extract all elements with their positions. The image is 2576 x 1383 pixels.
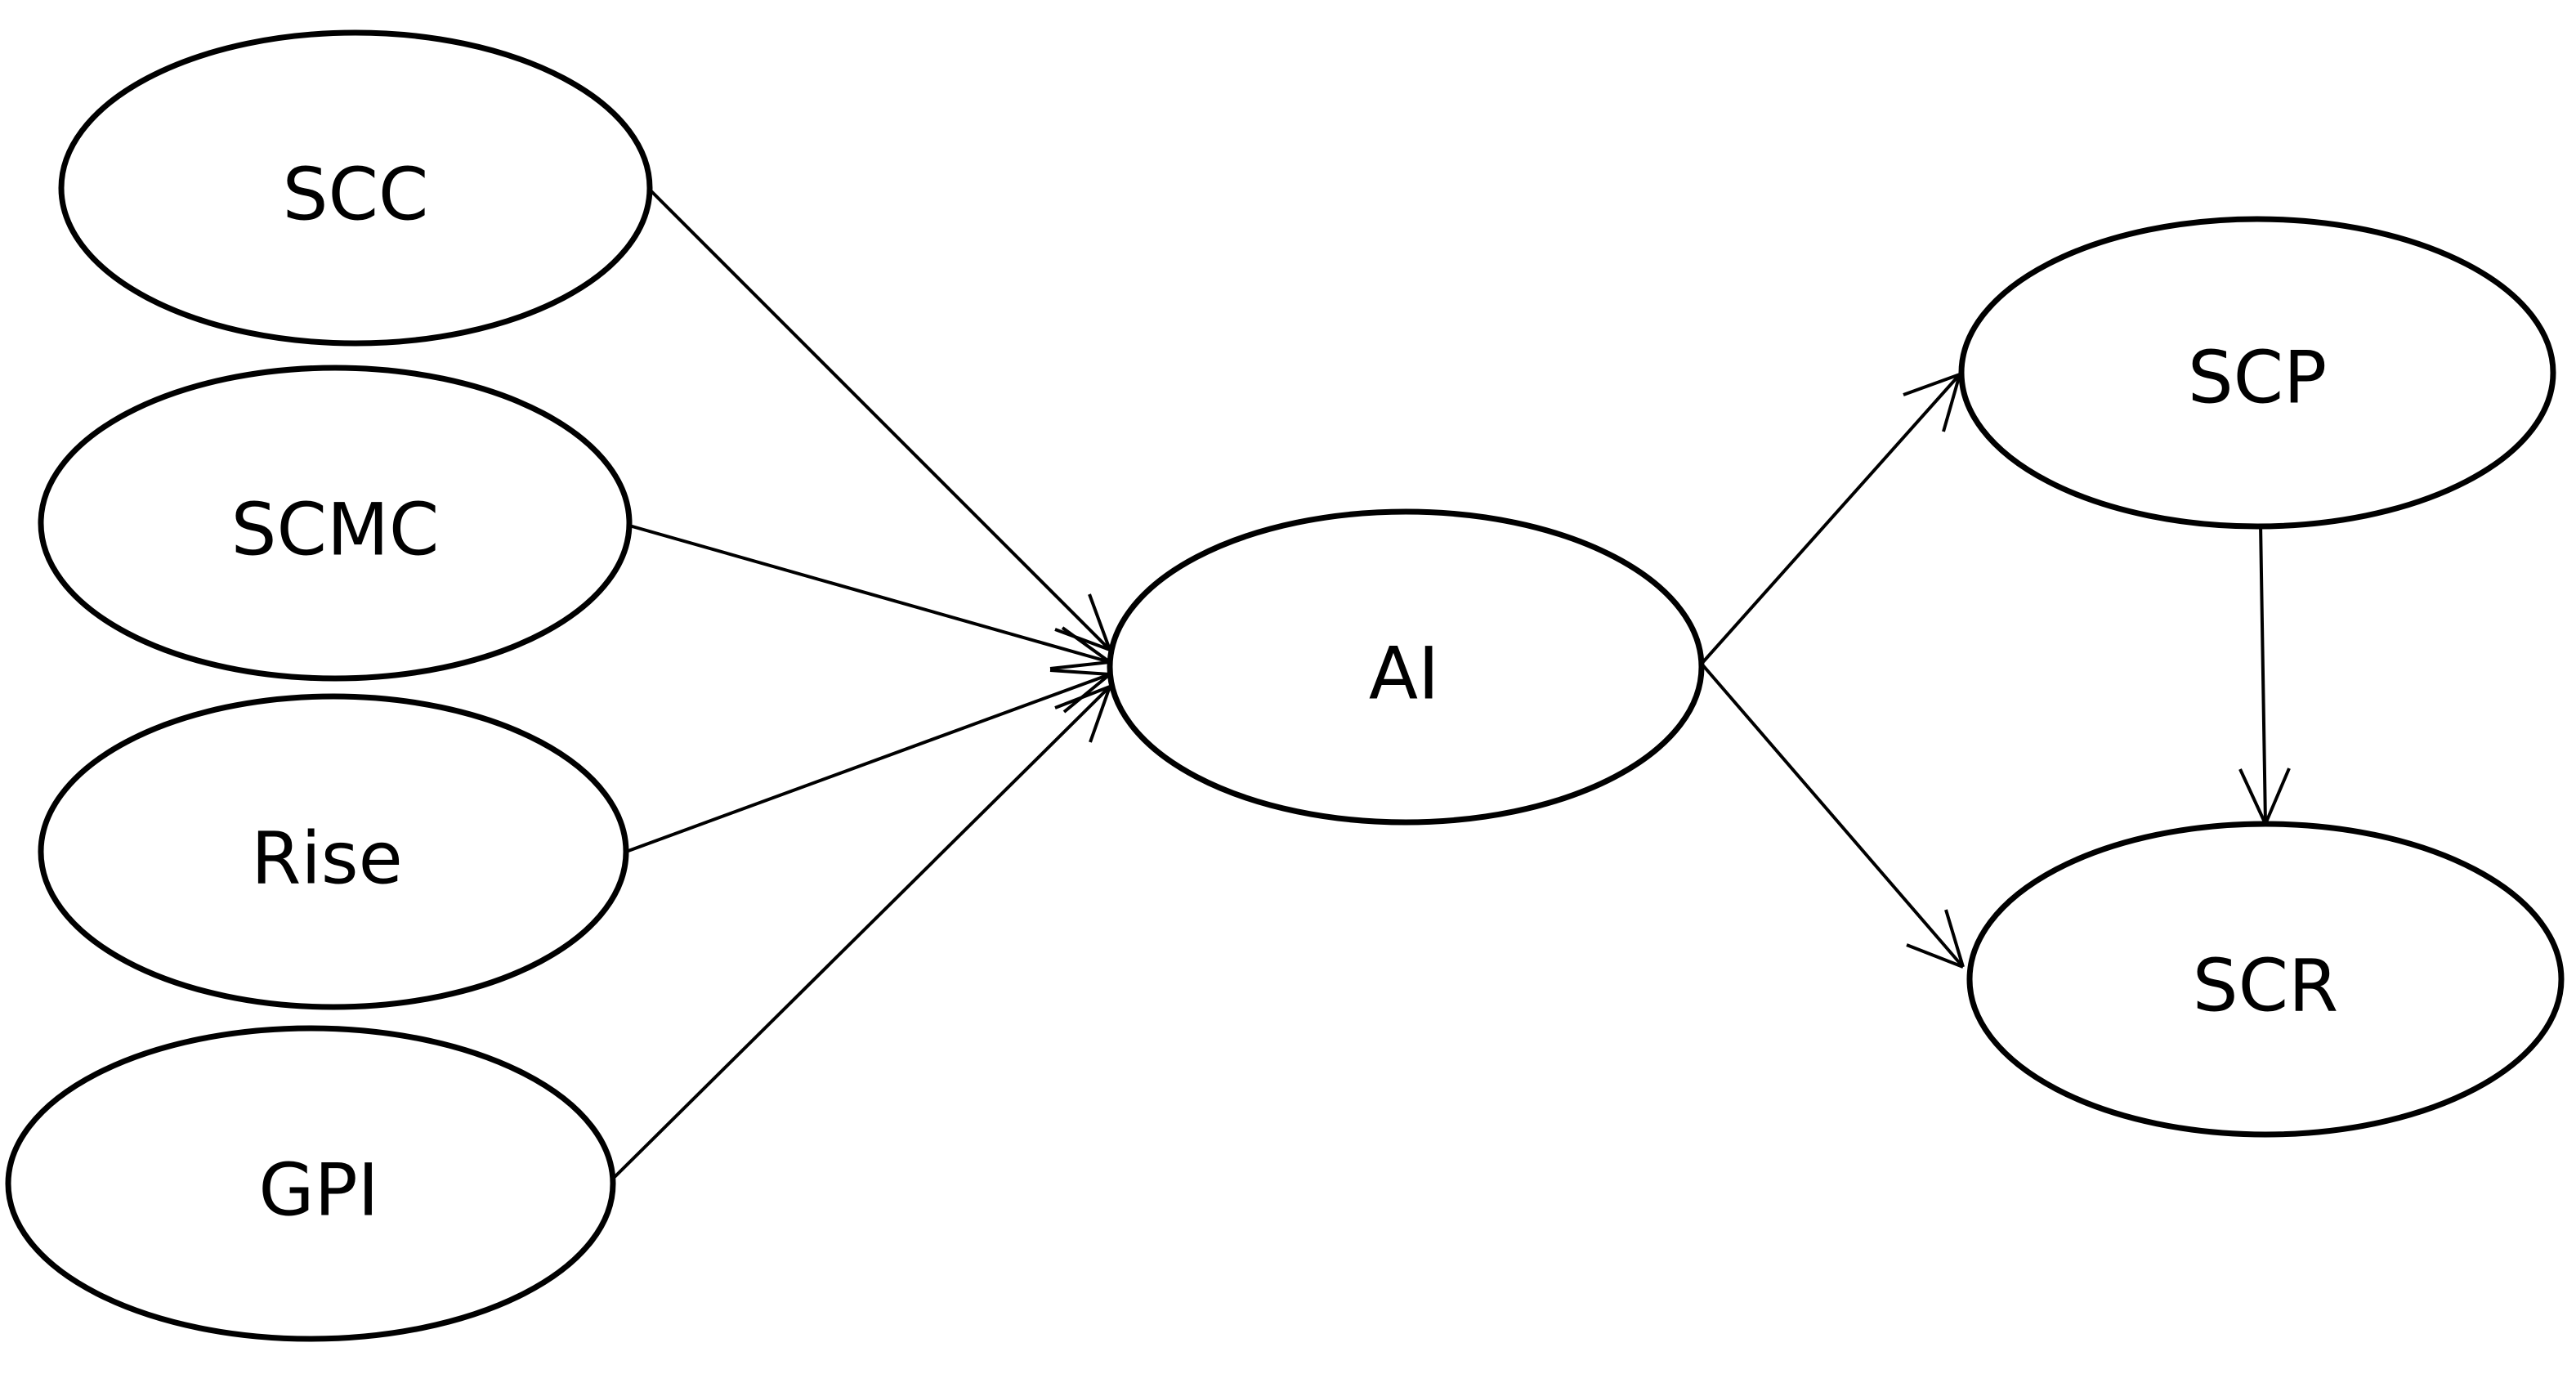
edge-ai-scp bbox=[1700, 373, 1961, 665]
node-rise: Rise bbox=[38, 693, 629, 1010]
edge-gpi-ai bbox=[613, 685, 1111, 1179]
node-scr: SCR bbox=[1966, 821, 2565, 1138]
node-label-scmc: SCMC bbox=[231, 488, 440, 572]
node-label-rise: Rise bbox=[251, 817, 403, 901]
node-label-gpi: GPI bbox=[258, 1148, 378, 1233]
edge-scp-scr bbox=[2238, 522, 2291, 825]
node-label-scr: SCR bbox=[2193, 944, 2338, 1028]
edge-ai-scr bbox=[1700, 662, 1965, 969]
node-label-scc: SCC bbox=[283, 153, 429, 237]
node-gpi: GPI bbox=[5, 1025, 616, 1342]
node-scmc: SCMC bbox=[38, 365, 633, 682]
edge-rise-ai bbox=[625, 669, 1111, 853]
edge-scc-ai bbox=[648, 188, 1111, 651]
nodes: SCC SCMC Rise GPI AI SCP SCR bbox=[5, 29, 2565, 1342]
node-label-scp: SCP bbox=[2188, 336, 2327, 420]
node-label-ai: AI bbox=[1369, 632, 1439, 716]
node-scc: SCC bbox=[58, 29, 653, 347]
edge-scmc-ai bbox=[628, 524, 1111, 670]
node-ai: AI bbox=[1107, 508, 1705, 826]
edges bbox=[613, 188, 2291, 1179]
node-scp: SCP bbox=[1958, 216, 2556, 530]
